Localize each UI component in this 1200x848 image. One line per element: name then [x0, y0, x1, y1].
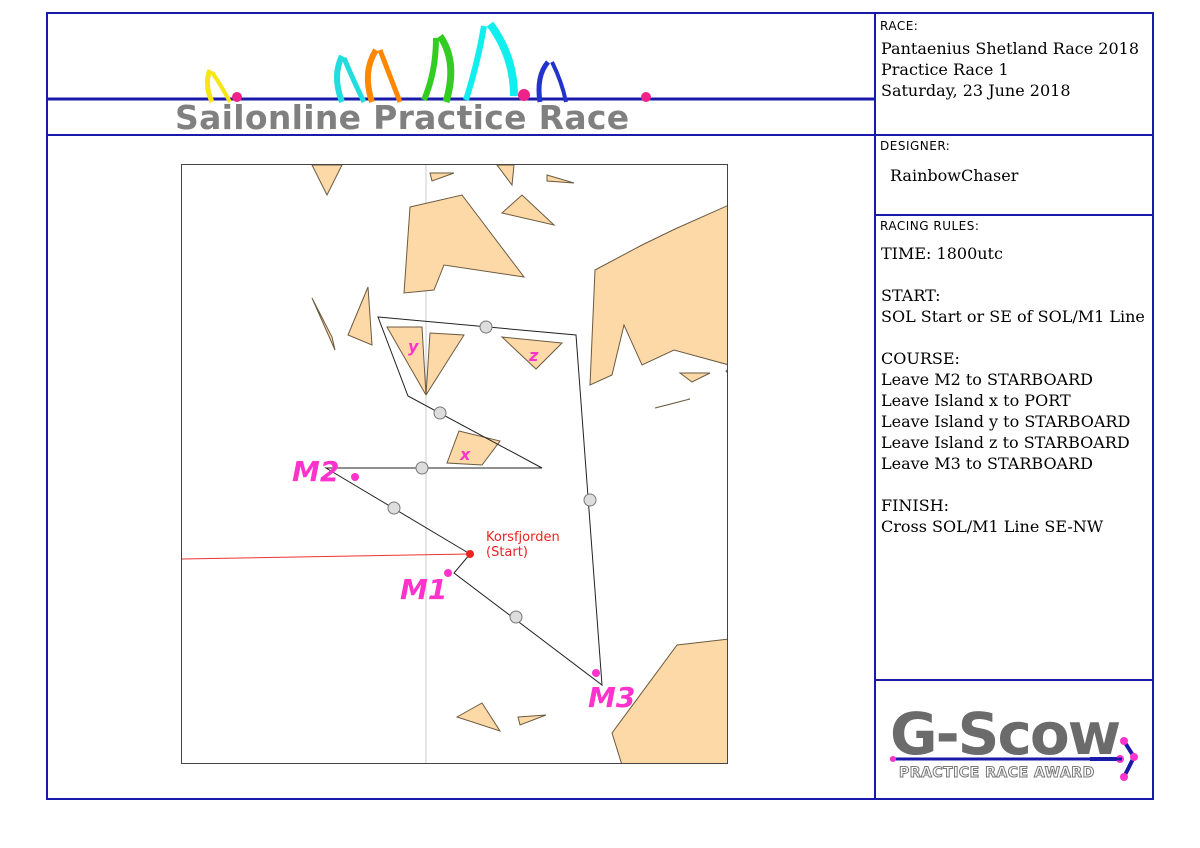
award-title: G-Scow: [890, 700, 1121, 768]
mark-m2-dot: [351, 473, 359, 481]
island-z-label: z: [528, 346, 539, 365]
award-underline: [890, 756, 1122, 762]
rules-time: TIME: 1800utc: [881, 244, 1003, 263]
course-map-svg: Korsfjorden (Start) M1 M2 M3 x y z: [182, 165, 727, 763]
sail-orange-right: [377, 49, 403, 103]
course-map: Korsfjorden (Start) M1 M2 M3 x y z: [181, 164, 728, 764]
sail-aqua-left: [463, 25, 487, 101]
direction-arrow-icon: [433, 406, 447, 420]
rules-finish-text: Cross SOL/M1 Line SE-NW: [881, 517, 1104, 536]
rules-course-line: Leave Island y to STARBOARD: [881, 412, 1131, 431]
sail-blue-left: [536, 60, 550, 103]
mark-m3-label: M3: [588, 681, 635, 714]
sail-yellow-left: [204, 69, 215, 104]
course-route: [324, 316, 603, 687]
start-point: [466, 550, 474, 558]
rules-start-text: SOL Start or SE of SOL/M1 Line: [881, 307, 1145, 326]
sail-green-right: [437, 34, 455, 104]
land: [311, 297, 336, 351]
banner-graphic: [48, 21, 874, 104]
banner-dot: [518, 89, 530, 101]
column-divider: [874, 12, 876, 800]
start-name: Korsfjorden: [486, 530, 560, 545]
land: [429, 172, 455, 182]
land: [678, 372, 711, 383]
land: [455, 702, 502, 732]
page-frame: [46, 12, 1154, 800]
land: [496, 165, 515, 187]
land: [386, 326, 427, 396]
designer-name: RainbowChaser: [890, 166, 1019, 185]
mark-m2-label: M2: [292, 455, 339, 488]
land: [725, 369, 727, 374]
land: [654, 398, 691, 409]
award-subtitle: PRACTICE RACE AWARD: [899, 765, 1095, 782]
direction-arrow-icon: [479, 320, 493, 334]
designer-label: DESIGNER:: [880, 139, 951, 153]
rules-divider: [874, 679, 1154, 681]
rules-course-line: Leave M3 to STARBOARD: [881, 454, 1093, 473]
rules-course-line: Leave M2 to STARBOARD: [881, 370, 1093, 389]
land: [589, 205, 727, 386]
land-masses: [311, 165, 727, 763]
land: [517, 714, 547, 726]
mark-m1-label: M1: [400, 573, 447, 606]
race-divider: [874, 134, 1154, 136]
race-name: Pantaenius Shetland Race 2018: [881, 39, 1139, 58]
land: [403, 194, 526, 294]
rules-course-line: Leave Island x to PORT: [881, 391, 1071, 410]
sail-blue-right: [550, 61, 568, 103]
sail-aqua-right: [486, 21, 518, 97]
land: [500, 336, 564, 370]
rules-start-heading: START:: [881, 286, 941, 305]
mark-m1-dot: [444, 569, 452, 577]
land: [347, 286, 373, 346]
route-arrows: [387, 320, 597, 624]
rules-label: RACING RULES:: [880, 219, 980, 233]
sail-yellow-right: [210, 70, 232, 103]
direction-arrow-icon: [415, 461, 429, 475]
race-date: Saturday, 23 June 2018: [881, 81, 1071, 100]
banner-title: Sailonline Practice Race: [175, 98, 630, 137]
direction-arrow-icon: [583, 493, 597, 507]
direction-arrow-icon: [509, 610, 523, 624]
direction-arrow-icon: [387, 501, 401, 515]
land: [311, 165, 343, 197]
designer-divider: [874, 214, 1154, 216]
land: [611, 638, 727, 763]
land: [446, 430, 501, 466]
sail-orange-left: [364, 48, 379, 103]
sol-start-line: [182, 553, 471, 560]
start-sub: (Start): [486, 545, 528, 560]
mark-m3-dot: [592, 669, 600, 677]
race-label: RACE:: [880, 19, 919, 33]
island-y-label: y: [408, 337, 419, 356]
rules-course-heading: COURSE:: [881, 349, 960, 368]
race-subtitle: Practice Race 1: [881, 60, 1009, 79]
sail-cyan-right: [341, 57, 367, 104]
land: [425, 332, 465, 396]
banner-divider: [46, 134, 876, 136]
land: [546, 174, 575, 184]
banner-dot: [641, 92, 651, 102]
rules-course-line: Leave Island z to STARBOARD: [881, 433, 1130, 452]
land: [500, 194, 556, 226]
banner-dot: [232, 92, 242, 102]
sail-green-left: [421, 37, 439, 102]
rules-finish-heading: FINISH:: [881, 496, 950, 515]
sail-cyan-left: [334, 54, 345, 104]
island-x-label: x: [459, 445, 471, 464]
